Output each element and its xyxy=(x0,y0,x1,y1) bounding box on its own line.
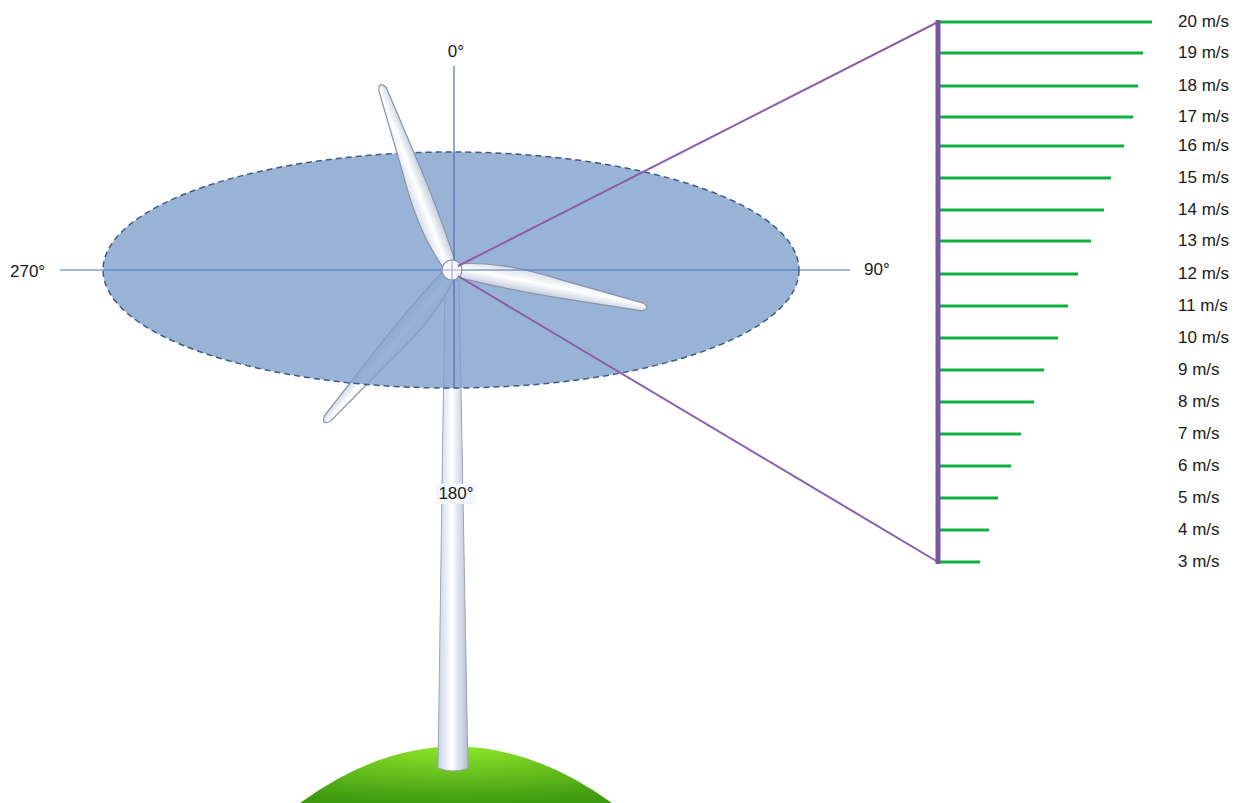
speed-label: 11 m/s xyxy=(1178,296,1228,316)
speed-label: 19 m/s xyxy=(1178,43,1229,63)
speed-label: 18 m/s xyxy=(1178,76,1229,96)
speed-label: 7 m/s xyxy=(1178,424,1220,444)
speed-label: 13 m/s xyxy=(1178,231,1229,251)
speed-label: 5 m/s xyxy=(1178,488,1220,508)
speed-label: 14 m/s xyxy=(1178,200,1229,220)
speed-label: 10 m/s xyxy=(1178,328,1229,348)
hub-detail xyxy=(452,260,453,280)
speed-label: 15 m/s xyxy=(1178,168,1229,188)
zoom-line xyxy=(458,22,938,266)
speed-label: 12 m/s xyxy=(1178,264,1229,284)
speed-label: 4 m/s xyxy=(1178,520,1220,540)
speed-label: 9 m/s xyxy=(1178,360,1220,380)
wind-profile xyxy=(938,22,1152,562)
speed-label: 3 m/s xyxy=(1178,552,1220,572)
height-bar xyxy=(936,20,941,564)
direction-label: 90° xyxy=(864,260,890,280)
speed-label: 16 m/s xyxy=(1178,136,1229,156)
axis-line xyxy=(453,66,454,388)
turbine-blade xyxy=(451,256,650,315)
speed-label: 20 m/s xyxy=(1178,12,1229,32)
speed-label: 17 m/s xyxy=(1178,107,1229,127)
direction-label: 180° xyxy=(436,484,475,504)
zoom-line xyxy=(458,276,938,562)
direction-label: 270° xyxy=(10,262,45,282)
speed-label: 6 m/s xyxy=(1178,456,1220,476)
turbine-blade xyxy=(368,82,460,275)
speed-label: 8 m/s xyxy=(1178,392,1220,412)
direction-label: 0° xyxy=(446,42,466,62)
